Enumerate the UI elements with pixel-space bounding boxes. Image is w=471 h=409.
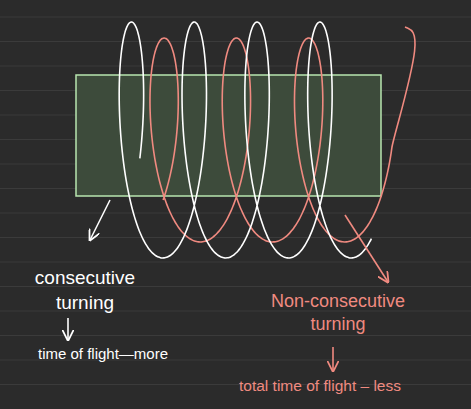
ruled-line (0, 262, 471, 263)
ruled-lines (0, 17, 471, 385)
ruled-line (0, 213, 471, 214)
trajectory-loops (119, 22, 415, 258)
leader-arrow (67, 318, 69, 340)
annotation: Non-consecutive turning (258, 290, 418, 337)
ruled-line (0, 335, 471, 336)
leader-arrow (332, 347, 334, 371)
annotation: consecutive turning (30, 266, 140, 315)
annotation: time of flight—more (8, 344, 198, 364)
annotation: total time of flight – less (200, 376, 440, 396)
ruled-line (0, 66, 471, 67)
leader-arrow (90, 200, 110, 240)
ruled-line (0, 237, 471, 238)
consecutive-path (119, 22, 371, 258)
ruled-line (0, 41, 471, 42)
non-consecutive-path (150, 27, 415, 242)
leader-arrow (345, 215, 388, 282)
ruled-line (0, 17, 471, 18)
field-rectangle (76, 75, 381, 196)
